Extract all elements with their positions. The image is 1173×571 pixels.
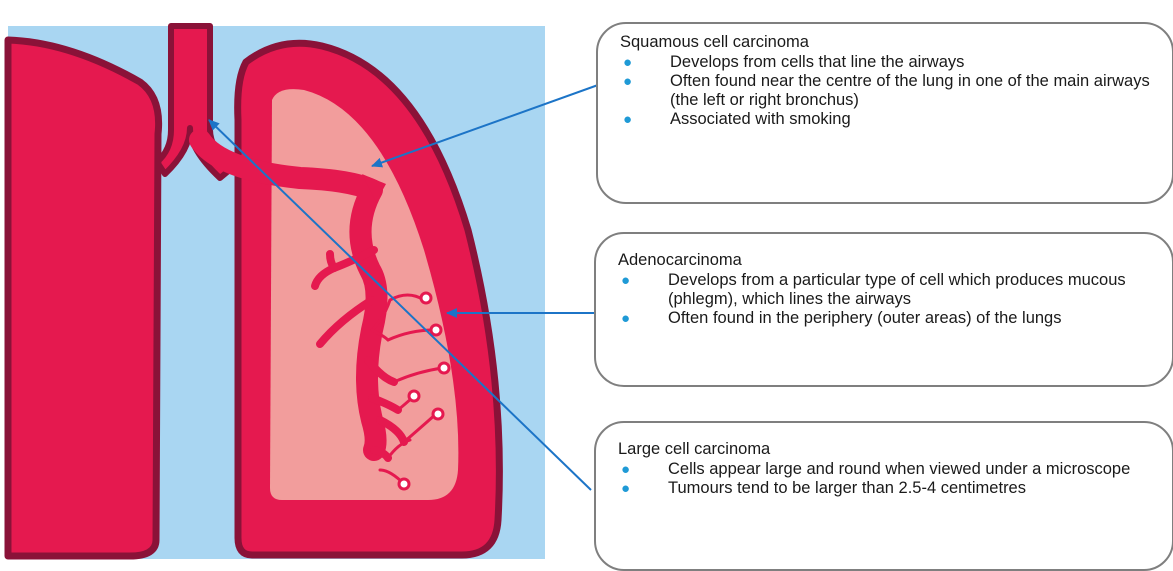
list-item: ●Cells appear large and round when viewe… [618,460,1156,479]
callout-title: Adenocarcinoma [618,250,1156,271]
callout-bullets: ●Cells appear large and round when viewe… [618,460,1156,498]
callout-title: Squamous cell carcinoma [620,32,1156,53]
callout-large-cell-carcinoma: Large cell carcinoma ●Cells appear large… [594,421,1173,571]
bullet-icon: ● [623,110,632,129]
callout-squamous-cell-carcinoma: Squamous cell carcinoma ●Develops from c… [596,22,1173,204]
bullet-icon: ● [623,53,632,72]
callout-title: Large cell carcinoma [618,439,1156,460]
list-item: ●Tumours tend to be larger than 2.5-4 ce… [618,479,1156,498]
bullet-icon: ● [621,460,630,479]
callout-bullets: ●Develops from a particular type of cell… [618,271,1156,328]
list-item: ●Often found near the centre of the lung… [620,72,1156,110]
bullet-icon: ● [623,72,632,91]
bullet-icon: ● [621,479,630,498]
bullet-icon: ● [621,271,630,290]
left-lung [8,40,159,556]
bullet-icon: ● [621,309,630,328]
list-item: ●Associated with smoking [620,110,1156,129]
callout-adenocarcinoma: Adenocarcinoma ●Develops from a particul… [594,232,1173,387]
list-item: ●Develops from a particular type of cell… [618,271,1156,309]
callout-bullets: ●Develops from cells that line the airwa… [620,53,1156,129]
list-item: ●Develops from cells that line the airwa… [620,53,1156,72]
list-item: ●Often found in the periphery (outer are… [618,309,1156,328]
